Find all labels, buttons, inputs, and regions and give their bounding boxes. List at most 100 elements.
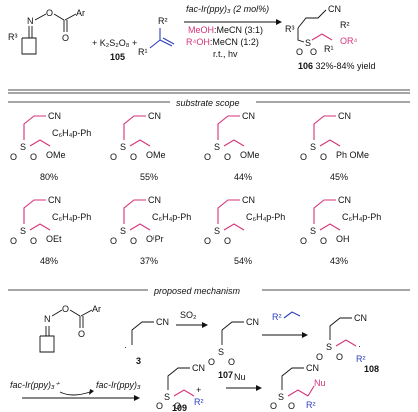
aryl-substituent: C₆H₄p-Ph (342, 212, 381, 222)
alkyl-chain (313, 115, 336, 140)
yield-label: 37% (140, 256, 158, 266)
svg-text:S: S (326, 342, 332, 352)
svg-text:O: O (62, 304, 69, 314)
oxo-atom: O (224, 236, 231, 246)
oxo-atom: O (204, 236, 211, 246)
alkoxy-substituent: OMe (240, 150, 260, 160)
svg-text:CN: CN (156, 317, 169, 327)
sulfur-atom: S (310, 142, 316, 152)
radical-108: CN S · R² O O 108 (316, 313, 379, 374)
substrate-scope-heading: substrate scope (176, 98, 240, 108)
yield-label: 44% (234, 172, 252, 182)
svg-text:R²: R² (306, 400, 316, 410)
cn-group: CN (48, 111, 61, 121)
ir-label: fac-Ir(ppy)₃ (96, 380, 141, 390)
sulfonyl-radical-107: CN S O O 107 (208, 317, 259, 380)
aryl-substituent: C₆H₄p-Ph (152, 212, 191, 222)
oxo-atom: O (30, 236, 37, 246)
oxo-atom: O (130, 236, 137, 246)
scope-entry: CN SO O Ph OMe 45% (300, 111, 369, 182)
linker (319, 139, 341, 147)
svg-text:+: + (196, 385, 201, 395)
svg-text:Ar: Ar (92, 304, 101, 314)
linker (29, 223, 51, 231)
linker (319, 223, 341, 231)
proposed-mechanism-heading: proposed mechanism (153, 286, 241, 296)
svg-text:O: O (270, 401, 277, 411)
cn-group: CN (338, 195, 351, 205)
svg-text:CN: CN (354, 313, 367, 323)
sulfur-atom: S (214, 142, 220, 152)
alkyl-chain (313, 199, 336, 224)
alkyl-chain (23, 115, 46, 140)
label-3: 3 (136, 356, 141, 366)
aryl-substituent: C₆H₄p-Ph (52, 212, 91, 222)
cation-109: CN S + R² O O 109 (156, 363, 205, 412)
oxo-atom: O (204, 152, 211, 162)
final-product: CN S Nu R² O O (270, 363, 326, 411)
svg-text:S: S (164, 392, 170, 402)
cn-group: CN (242, 195, 255, 205)
oxo-atom: O (110, 236, 117, 246)
svg-text:R²: R² (194, 397, 204, 407)
yield-label: 43% (330, 256, 348, 266)
r3-label: R³ (8, 32, 18, 42)
yield-label: 45% (330, 172, 348, 182)
sulfur-atom: S (120, 226, 126, 236)
alkyl-chain (217, 199, 240, 224)
oxo-atom: O (130, 152, 137, 162)
linker (223, 223, 245, 231)
svg-text:O: O (156, 401, 163, 411)
svg-text:·: · (358, 341, 361, 351)
svg-text:O: O (174, 401, 181, 411)
yield-label: 80% (40, 172, 58, 182)
oxo-atom: O (10, 152, 17, 162)
alkoxy-substituent: OMe (46, 150, 66, 160)
o-carbonyl-atom: O (62, 33, 69, 43)
alkyl-chain (123, 115, 146, 140)
sulfur-atom: S (20, 142, 26, 152)
cn-group: CN (242, 111, 255, 121)
sulfur-atom: S (310, 226, 316, 236)
catalyst-text: fac-Ir(ppy)₃ (2 mol%) (186, 4, 269, 14)
linker (129, 139, 151, 147)
svg-text:O: O (316, 352, 323, 362)
alkoxy-substituent: OMe (146, 150, 166, 160)
ir-plus-label: fac-Ir(ppy)₃⁺ (10, 380, 61, 390)
alkene-reagent: R² R¹ (138, 16, 175, 57)
o-link-atom: O (46, 8, 53, 18)
n-atom: N (27, 16, 34, 26)
cn-group: CN (148, 195, 161, 205)
label-107: 107 (218, 370, 233, 380)
alkoxy-substituent: OEt (46, 234, 62, 244)
cn-group: CN (338, 111, 351, 121)
compound-105-label: 105 (110, 52, 125, 62)
product-r2: R² (340, 20, 350, 30)
sulfur-atom: S (120, 142, 126, 152)
oxo-atom: O (320, 236, 327, 246)
alkyl-chain (217, 115, 240, 140)
alkoxy-substituent: Ph OMe (336, 150, 369, 160)
oxo-atom: O (320, 152, 327, 162)
aryl-substituent: C₆H₄p-Ph (52, 128, 91, 138)
svg-text:O: O (336, 352, 343, 362)
solvent-line-2: R⁴OH:MeCN (1:2) (186, 37, 259, 47)
label-109: 109 (172, 403, 187, 412)
svg-text:CN: CN (192, 363, 205, 373)
alkoxy-substituent: OH (336, 234, 350, 244)
sulfur-atom: S (214, 226, 220, 236)
product-r1: R¹ (324, 44, 334, 54)
oxo-atom: O (300, 152, 307, 162)
svg-text:CN: CN (306, 363, 319, 373)
nu-reagent: Nu (234, 372, 246, 382)
sulfur-atom: S (20, 226, 26, 236)
